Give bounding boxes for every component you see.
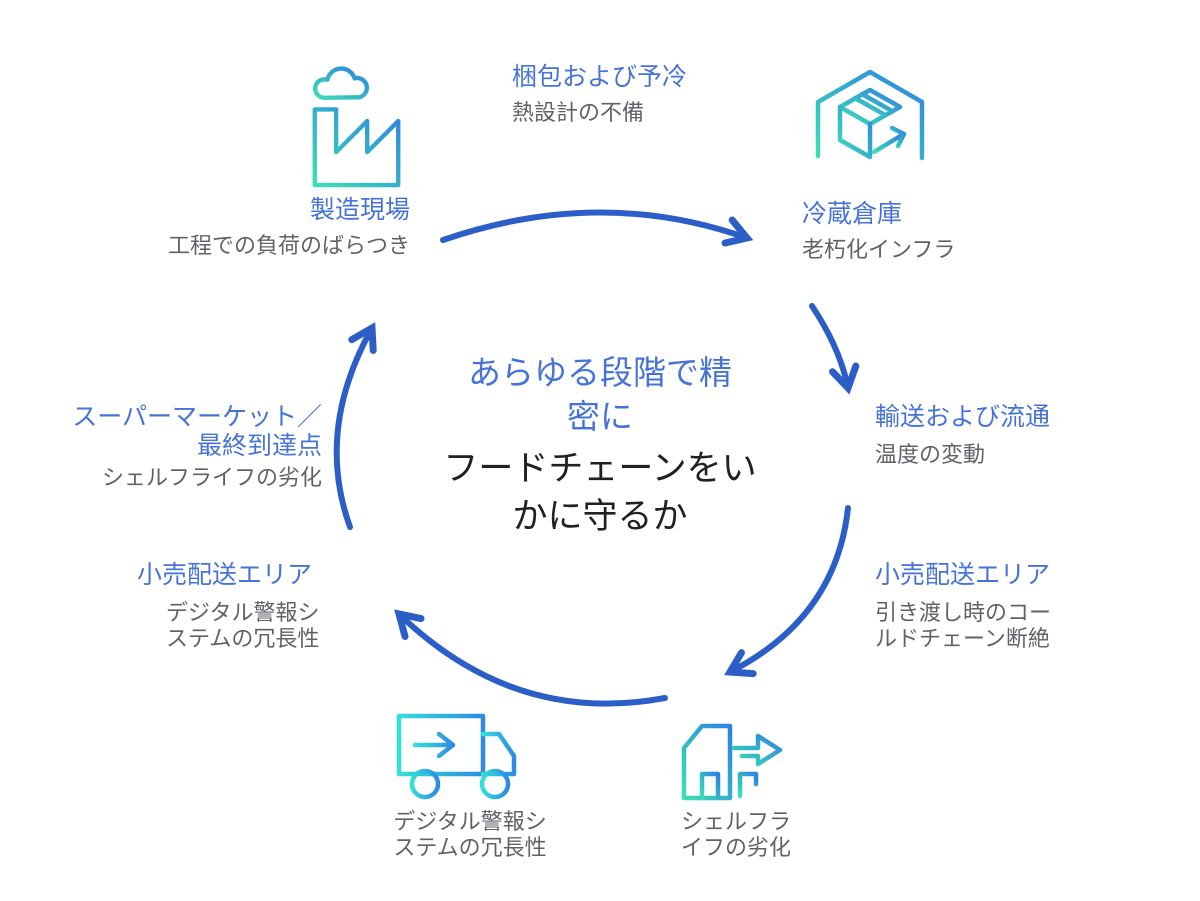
- node-retail-delivery-right: 小売配送エリア 引き渡し時のコー ルドチェーン断絶: [875, 560, 1051, 652]
- node-supermarket: スーパーマーケット／ 最終到達点 シェルフライフの劣化: [60, 403, 322, 491]
- parcel-box-icon: [815, 69, 925, 161]
- arrow-delivery-to-supermarket: [333, 322, 377, 530]
- node-retail-left-title: 小売配送エリア: [137, 561, 313, 589]
- node-supermarket-title: スーパーマーケット／ 最終到達点: [72, 403, 322, 460]
- node-packing-title: 梱包および予冷: [512, 63, 688, 91]
- arrow-storage-to-transport: [809, 303, 860, 395]
- center-subtitle: フードチェーンをい かに守るか: [443, 449, 757, 536]
- arrow-transport-to-retail: [724, 505, 851, 678]
- node-supermarket-subtitle: シェルフライフの劣化: [101, 465, 322, 490]
- factory-icon: [312, 66, 401, 188]
- node-retail-left-subtitle: デジタル警報シ ステムの冗長性: [166, 600, 320, 651]
- node-retail-right-subtitle: 引き渡し時のコー ルドチェーン断絶: [875, 600, 1052, 651]
- node-cold-storage-title: 冷蔵倉庫: [802, 200, 903, 228]
- node-retail-right-title: 小売配送エリア: [875, 561, 1051, 589]
- center-title-block: あらゆる段階で精 密に フードチェーンをい かに守るか: [405, 351, 795, 541]
- node-transport: 輸送および流通 温度の変動: [875, 402, 1050, 468]
- node-retail-delivery-left: 小売配送エリア デジタル警報シ ステムの冗長性: [137, 560, 320, 652]
- delivery-truck-icon: [396, 713, 517, 800]
- node-manufacturing-subtitle: 工程での負荷のばらつき: [167, 233, 410, 258]
- node-manufacturing-title: 製造現場: [309, 196, 410, 224]
- node-packing-precooling: 梱包および予冷 熱設計の不備: [512, 62, 687, 126]
- node-shelf-life-label: シェルフラ イフの劣化: [656, 809, 816, 861]
- node-transport-subtitle: 温度の変動: [875, 442, 986, 467]
- node-transport-title: 輸送および流通: [875, 403, 1051, 431]
- node-manufacturing: 製造現場 工程での負荷のばらつき: [160, 195, 410, 259]
- node-cold-storage-subtitle: 老朽化インフラ: [802, 237, 956, 262]
- arrow-manufacturing-to-storage: [440, 209, 754, 247]
- shelf-life-text: シェルフラ イフの劣化: [680, 809, 791, 860]
- node-packing-subtitle: 熱設計の不備: [512, 100, 645, 125]
- node-alert-system-label: デジタル警報シ ステムの冗長性: [385, 809, 555, 861]
- arrow-retail-to-delivery-area: [394, 609, 668, 707]
- center-title: あらゆる段階で精 密に: [468, 354, 732, 435]
- node-cold-storage: 冷蔵倉庫 老朽化インフラ: [802, 199, 955, 263]
- house-export-icon: [681, 723, 783, 801]
- alert-system-text: デジタル警報シ ステムの冗長性: [393, 809, 547, 860]
